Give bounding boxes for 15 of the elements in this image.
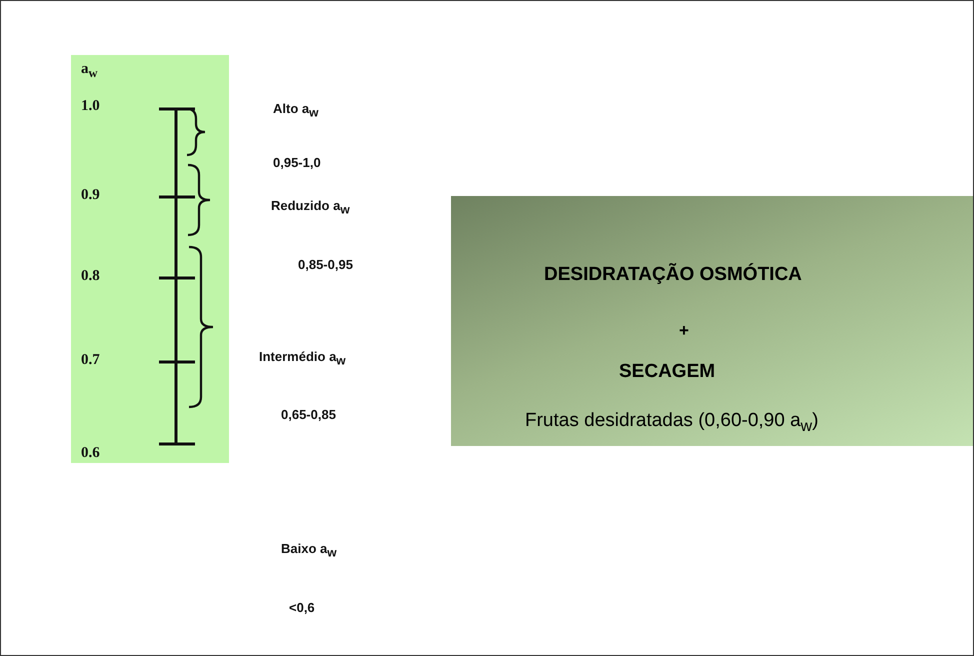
tick-label: 0.8 [81,268,100,285]
range-label: 0,65-0,85 [281,407,336,422]
axis-title: a$_{w}$ [81,61,98,81]
tick-label: 0.9 [81,187,100,204]
range-label: 0,85-0,95 [298,257,353,272]
range-label: <0,6 [289,600,315,615]
tick-label: 0.7 [81,352,100,369]
process-panel [451,196,973,446]
tick-label: 1.0 [81,98,100,115]
heading: SECAGEM [619,361,716,383]
tick-label: 0.6 [81,445,100,462]
heading: DESIDRATAÇÃO OSMÓTICA [544,264,802,286]
range-label: 0,95-1,0 [273,155,321,170]
plus-sign: + [679,321,689,341]
panel-text: Frutas desidratadas (0,60-0,90 a$_{w}$) [525,410,818,436]
